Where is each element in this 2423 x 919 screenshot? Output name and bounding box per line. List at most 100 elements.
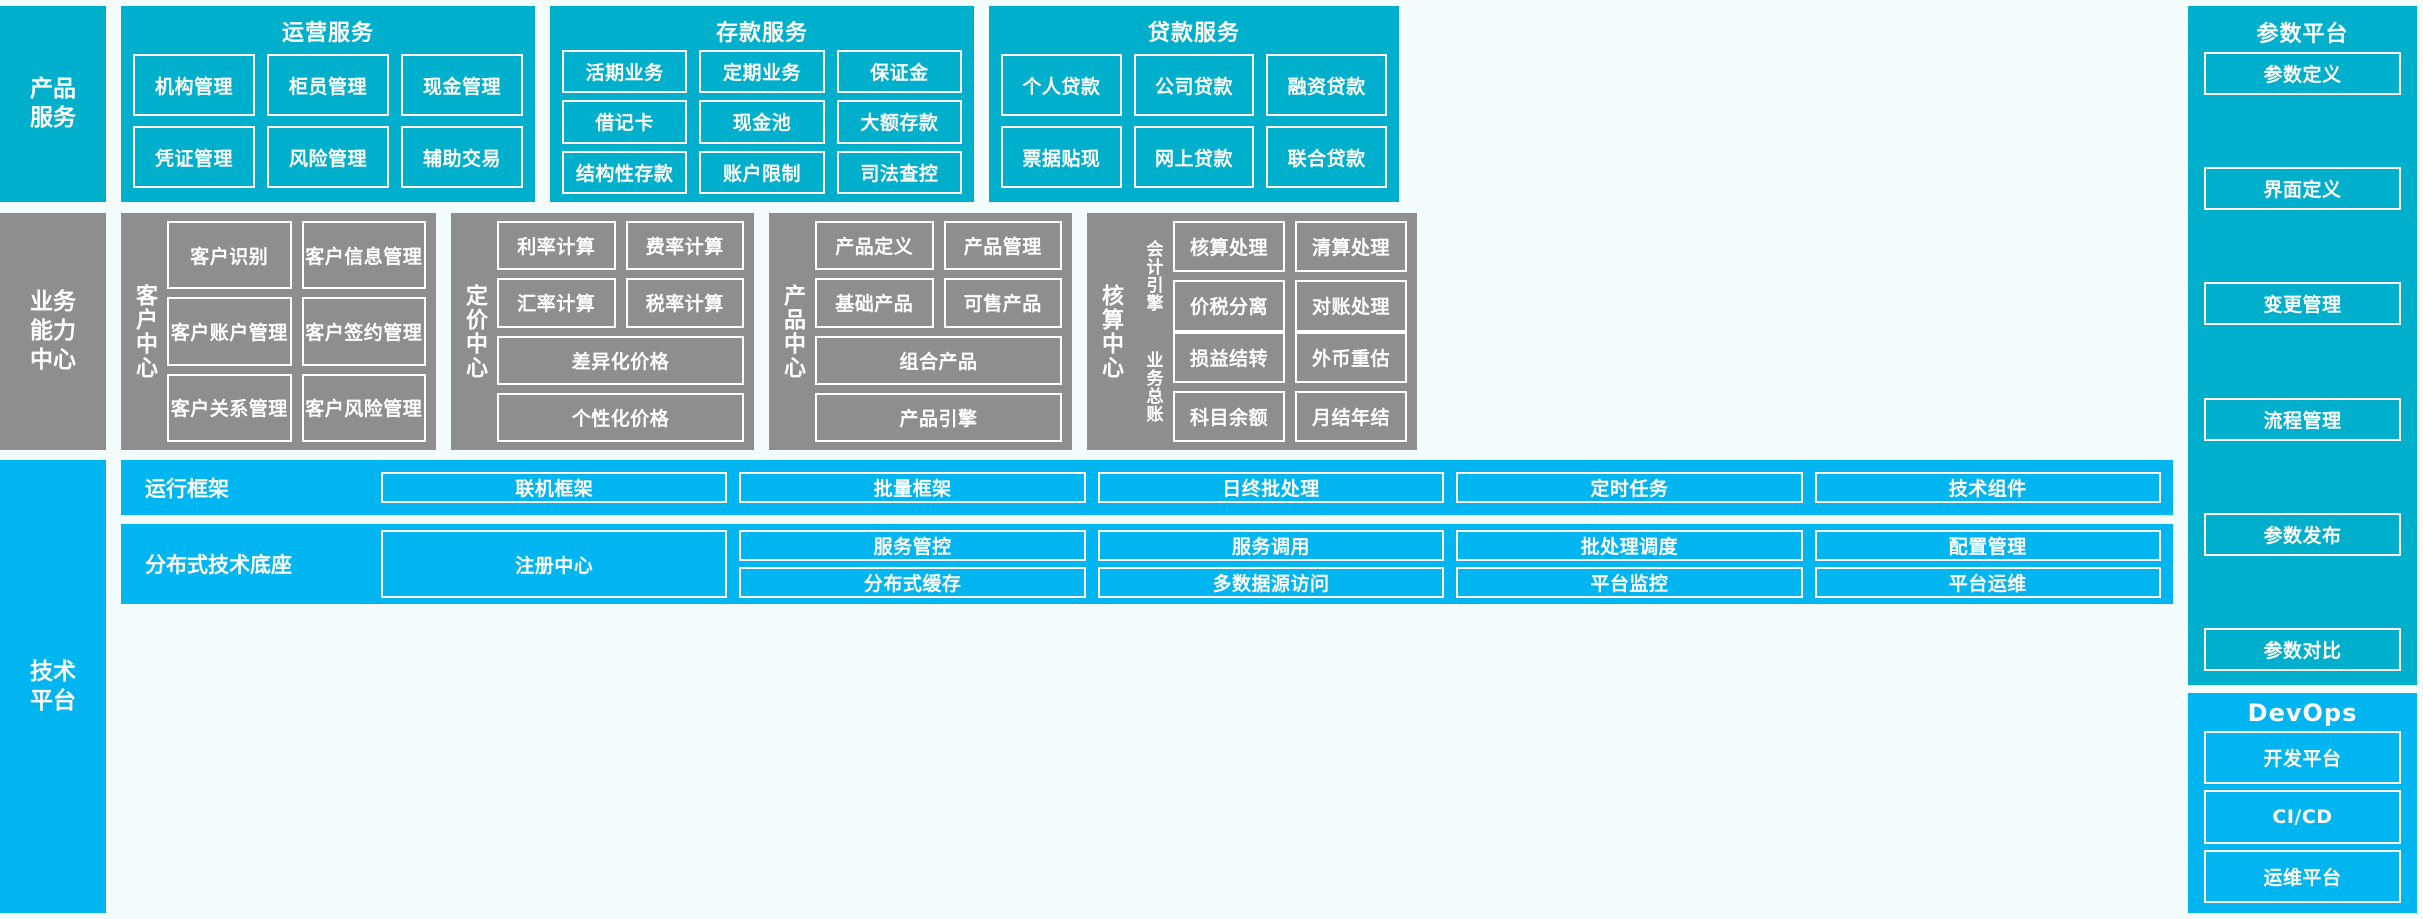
tech-box[interactable]: 配置管理 <box>1814 530 2161 561</box>
service-box[interactable]: 融资贷款 <box>1266 54 1387 116</box>
tech-box[interactable]: 联机框架 <box>381 472 728 503</box>
panel-customer-center: 客户中心 客户识别 客户信息管理 客户账户管理 客户签约管理 客户关系管理 客户… <box>121 213 436 450</box>
service-box[interactable]: 结构性存款 <box>562 150 688 194</box>
capability-box[interactable]: 客户识别 <box>167 221 292 290</box>
accounting-group-engine: 会计引擎 核算处理 清算处理 价税分离 对账处理 <box>1133 221 1407 332</box>
panel-title-operation: 运营服务 <box>281 21 374 46</box>
capability-box[interactable]: 客户关系管理 <box>167 373 292 442</box>
panel-title-deposit: 存款服务 <box>715 21 808 46</box>
runtime-framework-label: 运行框架 <box>145 476 229 501</box>
layer-label-technical-platform: 技术 平台 <box>0 460 106 913</box>
capability-box[interactable]: 产品引擎 <box>815 392 1062 442</box>
capability-box[interactable]: 客户信息管理 <box>301 221 426 290</box>
runtime-framework-cells: 联机框架 批量框架 日终批处理 定时任务 技术组件 <box>381 472 2161 503</box>
capability-box[interactable]: 损益结转 <box>1173 331 1285 383</box>
parameter-item[interactable]: 参数定义 <box>2204 52 2401 95</box>
business-ledger-grid: 损益结转 外币重估 科目余额 月结年结 <box>1173 331 1407 442</box>
capability-box[interactable]: 利率计算 <box>497 221 616 271</box>
group-label-accounting-engine: 会计引擎 <box>1142 240 1163 313</box>
capability-box[interactable]: 可售产品 <box>943 278 1062 328</box>
tech-box[interactable]: 平台监控 <box>1456 567 1803 598</box>
capability-box[interactable]: 外币重估 <box>1295 331 1407 383</box>
service-box[interactable]: 联合贷款 <box>1266 126 1387 188</box>
row-technical-platform: 技术 平台 运行框架 联机框架 批量框架 日终批处理 定时任务 技术组件 分布式… <box>0 460 2423 913</box>
tech-box[interactable]: 批量框架 <box>739 472 1086 503</box>
layer-label-text: 技术 平台 <box>30 658 76 714</box>
row-product-services: 产品 服务 运营服务 机构管理 柜员管理 现金管理 凭证管理 风险管理 辅助交易… <box>0 6 2423 202</box>
parameter-item[interactable]: 界面定义 <box>2204 167 2401 211</box>
devops-item[interactable]: CI/CD <box>2204 790 2401 844</box>
panel-title-devops: DevOps <box>2247 699 2358 727</box>
layer-label-text: 产品 服务 <box>30 76 76 131</box>
devops-item[interactable]: 运维平台 <box>2204 849 2401 903</box>
panel-pricing-center: 定价中心 利率计算 费率计算 汇率计算 税率计算 差异化价格 个性化价格 <box>451 213 754 450</box>
loan-service-grid: 个人贷款 公司贷款 融资贷款 票据贴现 网上贷款 联合贷款 <box>1001 54 1387 188</box>
capability-box[interactable]: 基础产品 <box>815 278 934 328</box>
service-box[interactable]: 借记卡 <box>562 100 688 144</box>
panel-runtime-framework: 运行框架 联机框架 批量框架 日终批处理 定时任务 技术组件 <box>121 460 2173 515</box>
center-label-customer: 客户中心 <box>132 283 157 380</box>
service-box[interactable]: 凭证管理 <box>133 126 255 188</box>
capability-box[interactable]: 汇率计算 <box>497 278 616 328</box>
service-box[interactable]: 账户限制 <box>699 150 825 194</box>
technical-platform-stack: 运行框架 联机框架 批量框架 日终批处理 定时任务 技术组件 分布式技术底座 注… <box>121 460 2173 913</box>
capability-box[interactable]: 清算处理 <box>1295 221 1407 273</box>
tech-box[interactable]: 日终批处理 <box>1097 472 1445 503</box>
service-box[interactable]: 网上贷款 <box>1133 126 1255 188</box>
service-box[interactable]: 票据贴现 <box>1001 126 1122 188</box>
capability-box[interactable]: 科目余额 <box>1173 390 1285 442</box>
service-box[interactable]: 柜员管理 <box>267 54 389 116</box>
accounting-group-ledger: 业务总账 损益结转 外币重估 科目余额 月结年结 <box>1133 331 1407 442</box>
capability-box[interactable]: 对账处理 <box>1295 280 1407 332</box>
service-box[interactable]: 风险管理 <box>267 126 389 188</box>
capability-box[interactable]: 客户风险管理 <box>301 373 426 442</box>
devops-item[interactable]: 开发平台 <box>2204 731 2401 785</box>
capability-box[interactable]: 核算处理 <box>1173 221 1285 273</box>
capability-box[interactable]: 个性化价格 <box>497 392 744 442</box>
tech-box[interactable]: 服务调用 <box>1097 530 1445 561</box>
capability-box[interactable]: 税率计算 <box>625 278 744 328</box>
service-box[interactable]: 机构管理 <box>133 54 255 116</box>
parameter-platform-list: 参数定义 界面定义 变更管理 流程管理 参数发布 参数对比 <box>2204 52 2401 671</box>
capability-box[interactable]: 费率计算 <box>625 221 744 271</box>
capability-box[interactable]: 价税分离 <box>1173 280 1285 332</box>
tech-box[interactable]: 服务管控 <box>739 530 1086 561</box>
panel-distributed-base: 分布式技术底座 注册中心 服务管控 服务调用 批处理调度 配置管理 分布式缓存 … <box>121 524 2173 604</box>
panel-operation-services: 运营服务 机构管理 柜员管理 现金管理 凭证管理 风险管理 辅助交易 <box>121 6 535 202</box>
tech-box[interactable]: 分布式缓存 <box>739 567 1086 598</box>
service-box[interactable]: 现金管理 <box>401 54 523 116</box>
capability-box[interactable]: 产品管理 <box>943 221 1062 271</box>
service-box[interactable]: 保证金 <box>836 50 962 94</box>
tech-box-registry[interactable]: 注册中心 <box>381 530 728 598</box>
service-box[interactable]: 定期业务 <box>699 50 825 94</box>
tech-box[interactable]: 平台运维 <box>1814 567 2161 598</box>
panel-product-center: 产品中心 产品定义 产品管理 基础产品 可售产品 组合产品 产品引擎 <box>769 213 1072 450</box>
service-box[interactable]: 辅助交易 <box>401 126 523 188</box>
tech-box[interactable]: 定时任务 <box>1456 472 1803 503</box>
tech-box[interactable]: 技术组件 <box>1814 472 2161 503</box>
capability-box[interactable]: 月结年结 <box>1295 390 1407 442</box>
capability-box[interactable]: 组合产品 <box>815 335 1062 385</box>
parameter-item[interactable]: 流程管理 <box>2204 397 2401 441</box>
capability-box[interactable]: 产品定义 <box>815 221 934 271</box>
capability-box[interactable]: 客户签约管理 <box>301 297 426 366</box>
capability-box[interactable]: 差异化价格 <box>497 335 744 385</box>
service-box[interactable]: 司法查控 <box>836 150 962 194</box>
capability-box[interactable]: 客户账户管理 <box>167 297 292 366</box>
parameter-item[interactable]: 参数对比 <box>2204 627 2401 671</box>
service-box[interactable]: 现金池 <box>699 100 825 144</box>
parameter-item[interactable]: 变更管理 <box>2204 282 2401 326</box>
service-box[interactable]: 活期业务 <box>562 50 688 94</box>
panel-title-loan: 贷款服务 <box>1147 21 1240 46</box>
deposit-service-grid: 活期业务 定期业务 保证金 借记卡 现金池 大额存款 结构性存款 账户限制 司法… <box>562 50 962 194</box>
tech-box[interactable]: 批处理调度 <box>1456 530 1803 561</box>
tech-box[interactable]: 多数据源访问 <box>1097 567 1445 598</box>
service-box[interactable]: 公司贷款 <box>1133 54 1255 116</box>
service-box[interactable]: 个人贷款 <box>1001 54 1122 116</box>
center-label-accounting: 核算中心 <box>1098 283 1123 380</box>
panel-deposit-services: 存款服务 活期业务 定期业务 保证金 借记卡 现金池 大额存款 结构性存款 账户… <box>550 6 974 202</box>
panel-title-parameter-platform: 参数平台 <box>2256 22 2349 47</box>
parameter-item[interactable]: 参数发布 <box>2204 512 2401 556</box>
service-box[interactable]: 大额存款 <box>836 100 962 144</box>
